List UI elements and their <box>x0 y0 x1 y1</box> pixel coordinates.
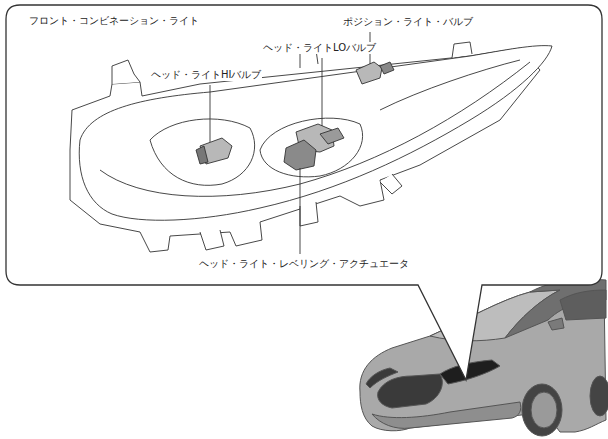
part-name: ヘッド・ライトHIバルブ <box>150 69 262 81</box>
leader-lines <box>210 32 370 254</box>
part-name: ヘッド・ライト・レベリング・アクチュエータ <box>198 258 410 270</box>
part-name: ポジション・ライト・バルブ <box>342 16 474 28</box>
callout-outline <box>6 5 602 380</box>
part-name: ヘッド・ライトLOバルブ <box>262 42 377 54</box>
assembly-title: フロント・コンビネーション・ライト <box>28 15 200 27</box>
headlight-drawing <box>70 42 552 252</box>
